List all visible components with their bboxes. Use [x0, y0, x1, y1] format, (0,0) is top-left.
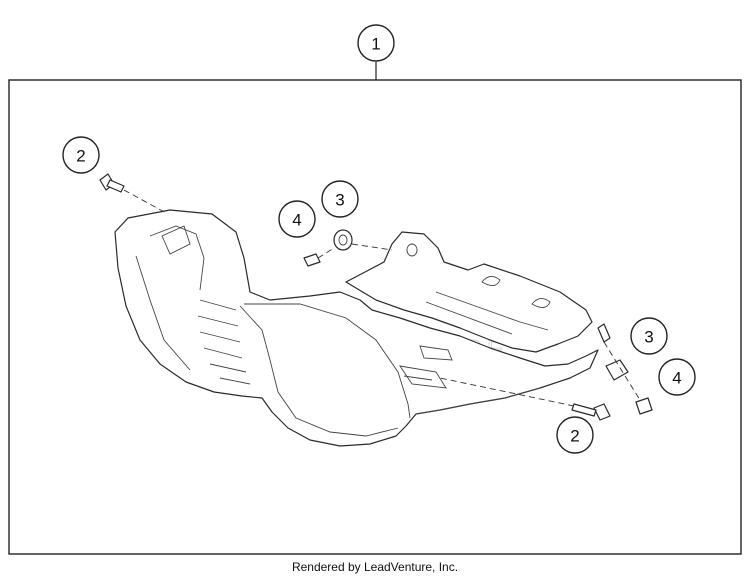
callout-grommet-right: 3 [630, 317, 668, 355]
bracket-stud [597, 323, 611, 343]
callout-washer-right: 4 [658, 358, 696, 396]
grommet-top-part [303, 229, 393, 267]
screw-right-shaft [571, 403, 597, 417]
screw-left-shaft [106, 179, 125, 193]
washer-top [303, 253, 321, 267]
callout-washer-right-label: 4 [672, 369, 681, 388]
grommet-top-hole [338, 234, 348, 246]
tray-slot-1 [481, 276, 501, 286]
skid-plate-left-shell [114, 209, 599, 447]
tray-ridge [425, 291, 549, 335]
bolt-boss [419, 345, 453, 361]
left-tab [161, 225, 191, 255]
skid-plate [114, 209, 599, 447]
callout-grommet-top: 3 [321, 180, 359, 218]
callout-assembly: 1 [357, 24, 395, 62]
inner-contour [135, 225, 399, 437]
top-grommet-axis [351, 243, 393, 251]
screw-right-axis [439, 377, 575, 407]
front-fold [244, 303, 411, 419]
callout-washer-top-label: 4 [292, 211, 301, 230]
footer-credit: Rendered by LeadVenture, Inc. [291, 560, 459, 574]
screw-left-part [99, 173, 169, 215]
callout-washer-top: 4 [278, 200, 316, 238]
bottom-edge [415, 387, 541, 415]
grommet-right-body [605, 359, 629, 381]
drain-window [399, 365, 447, 389]
top-fastener-axis [317, 247, 335, 259]
grommet-top-body [333, 229, 353, 251]
side-ribs [197, 299, 251, 385]
callout-grommet-top-label: 3 [335, 191, 344, 210]
callout-assembly-label: 1 [371, 35, 380, 54]
screw-left-axis [123, 189, 169, 215]
assembly-frame [8, 79, 742, 555]
screw-right-head [593, 403, 611, 421]
callout-screw-left: 2 [62, 136, 100, 174]
skid-plate-rear-tray [345, 231, 593, 353]
bracket-hole [406, 243, 418, 257]
washer-right [635, 397, 653, 415]
grommet-right-part [597, 323, 653, 415]
callout-screw-right-label: 2 [570, 427, 579, 446]
callout-screw-left-label: 2 [76, 147, 85, 166]
callout-grommet-right-label: 3 [644, 328, 653, 347]
screw-right-part [439, 377, 611, 421]
tray-slot-2 [531, 298, 551, 308]
right-fastener-axis [603, 341, 641, 401]
callout-screw-right: 2 [556, 416, 594, 454]
